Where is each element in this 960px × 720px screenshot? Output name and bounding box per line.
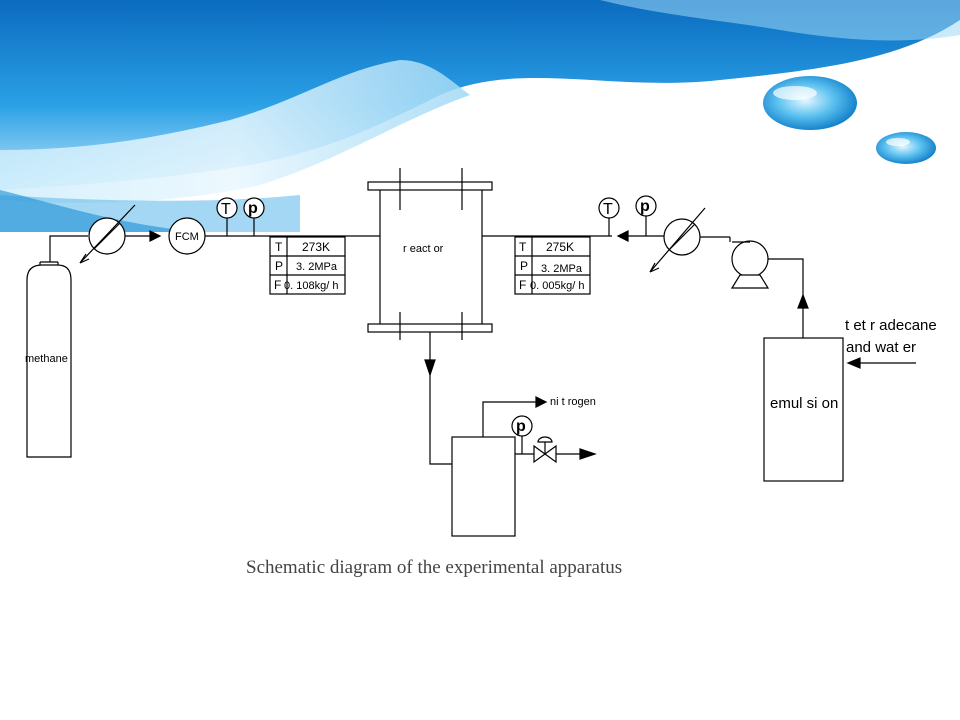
reactor-label: r eact or (403, 243, 444, 255)
pipe-pump-emulsion (768, 258, 804, 338)
nitrogen-label: ni t rogen (550, 396, 596, 408)
inlet-f-value: 0. 108kg/ h (284, 280, 338, 292)
flow-arrow-icon (424, 359, 436, 377)
pipe-nitrogen (482, 401, 536, 437)
flow-arrow-icon (535, 396, 548, 408)
separator-tank (451, 436, 516, 537)
fcm-label: FCM (175, 231, 199, 243)
reactor-vessel (367, 168, 493, 340)
feed-label-line2: and wat er (846, 339, 916, 356)
flow-arrow-icon (797, 293, 809, 309)
inlet-t-label: T (275, 240, 283, 254)
emulsion-tank (763, 337, 844, 482)
inlet-condition-table (269, 236, 346, 295)
inlet-t-value: 273K (302, 240, 330, 254)
inlet-temperature-gauge-icon (216, 197, 238, 236)
inlet-p-label: P (275, 259, 283, 273)
methane-label: methane (25, 353, 68, 365)
flow-arrow-icon (579, 448, 597, 460)
inlet-p-gauge-label: p (248, 200, 258, 217)
separator-p-gauge-label: p (516, 418, 526, 435)
emulsion-label: emul si on (770, 395, 838, 412)
inlet-pressure-gauge-icon (243, 197, 265, 236)
valve-icon (533, 436, 557, 464)
water-wave-banner (0, 0, 960, 232)
outlet-f-label: F (519, 278, 526, 292)
figure-caption: Schematic diagram of the experimental ap… (246, 557, 622, 578)
outlet-p-gauge-label: p (640, 198, 650, 215)
pressure-regulator-icon (79, 204, 136, 264)
flow-arrow-icon (616, 230, 629, 242)
water-droplet-small (876, 132, 936, 164)
separator-pressure-gauge-icon (511, 415, 533, 454)
pipe-reactor-down (429, 332, 452, 465)
pressure-regulator-icon (649, 207, 706, 273)
outlet-p-value: 3. 2MPa (541, 263, 583, 275)
outlet-pressure-gauge-icon (635, 195, 657, 236)
outlet-p-label: P (520, 259, 528, 273)
pipe-methane-out (49, 235, 88, 262)
inlet-t-gauge-label: T (221, 201, 231, 218)
outlet-t-label: T (519, 240, 527, 254)
water-droplet-large (763, 76, 857, 130)
flow-arrow-icon (149, 230, 162, 242)
inlet-f-label: F (274, 278, 281, 292)
outlet-f-value: 0. 005kg/ h (530, 280, 584, 292)
outlet-t-value: 275K (546, 240, 574, 254)
inlet-p-value: 3. 2MPa (296, 261, 338, 273)
pump-icon (730, 240, 770, 289)
flow-arrow-icon (846, 357, 861, 369)
outlet-condition-table (514, 236, 591, 295)
outlet-t-gauge-label: T (603, 201, 613, 218)
methane-cylinder (26, 261, 72, 458)
feed-label-line1: t et r adecane (845, 317, 937, 334)
outlet-temperature-gauge-icon (598, 197, 620, 236)
